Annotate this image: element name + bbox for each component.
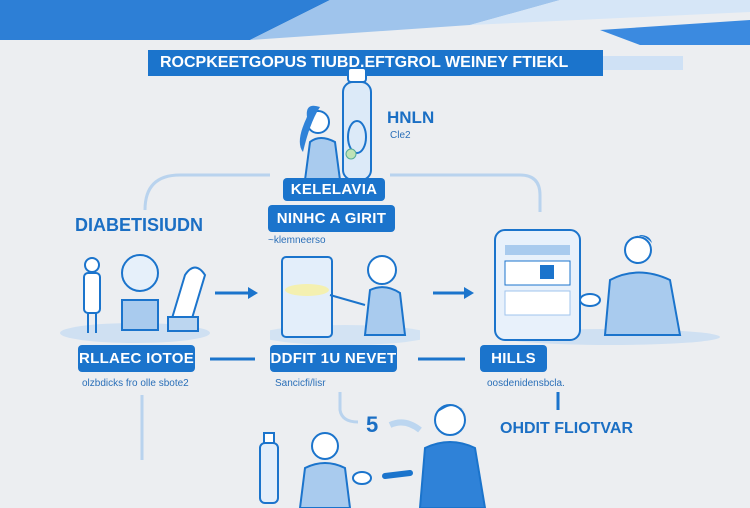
step-3-box: HILLS [480,345,547,372]
woman-with-bottle-illustration [299,67,372,181]
left-heading: DIABETISIUDN [75,215,204,235]
top-caption: Cle2 [390,130,411,141]
top-note: ~klemneerso [268,235,326,246]
step-1-box: RLLAEC IOTOE [78,345,195,372]
title-banner: ROCPKEETGOPUS TIUBD.EFTGROL WEINEY FTIEK… [148,50,603,76]
testing-illustration [270,255,420,345]
top-box-2: NINHC A GIRIT [268,205,395,232]
tablet-consult-illustration [494,229,720,345]
header-stripes [0,0,750,45]
step-number: 5 [366,412,379,437]
step-2-caption: Sancicfi/lisr [275,378,326,389]
top-box-1: KELELAVIA [283,178,385,201]
title-text: ROCPKEETGOPUS TIUBD.EFTGROL WEINEY FTIEK… [160,54,569,71]
diabetes-devices-illustration [60,254,210,343]
step-2-box: DDFIT 1U NEVET [270,345,397,372]
step-3-caption: oosdenidensbcla. [487,378,565,389]
banner-tail [603,56,683,70]
consultation-illustration [259,404,487,508]
top-heading: HNLN [387,108,435,127]
bottom-heading: OHDIT FLIOTVAR [500,420,634,437]
step-1-caption: olzbdicks fro olle sbote2 [82,378,189,389]
